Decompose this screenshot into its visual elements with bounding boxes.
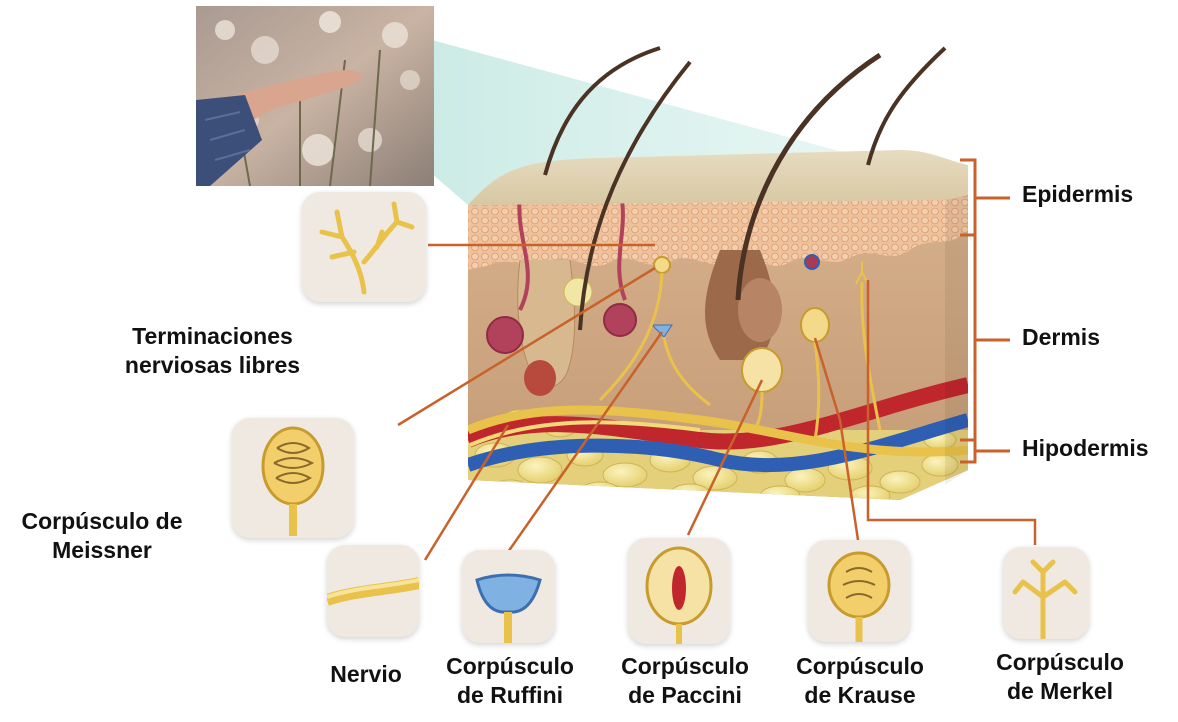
krause-tile <box>808 540 910 642</box>
krause-label-line2: de Krause <box>785 681 935 710</box>
free-endings-label: Terminaciones nerviosas libres <box>100 322 325 380</box>
dermis-label: Dermis <box>1022 323 1100 352</box>
free-endings-tile <box>302 192 426 302</box>
ruffini-label-line1: Corpúsculo <box>430 652 590 681</box>
ruffini-label: Corpúsculo de Ruffini <box>430 652 590 710</box>
merkel-label: Corpúsculo de Merkel <box>980 648 1140 706</box>
ruffini-label-line2: de Ruffini <box>430 681 590 710</box>
paccini-label-line2: de Paccini <box>605 681 765 710</box>
merkel-tile <box>1003 547 1089 639</box>
merkel-label-line2: de Merkel <box>980 677 1140 706</box>
nerve-tile <box>327 545 419 637</box>
krause-label-line1: Corpúsculo <box>785 652 935 681</box>
merkel-label-line1: Corpúsculo <box>980 648 1140 677</box>
hipodermis-label: Hipodermis <box>1022 434 1149 463</box>
free-endings-label-line2: nerviosas libres <box>100 351 325 380</box>
epidermis-label: Epidermis <box>1022 180 1133 209</box>
krause-label: Corpúsculo de Krause <box>785 652 935 710</box>
free-endings-label-line1: Terminaciones <box>100 322 325 351</box>
meissner-tile <box>232 418 354 538</box>
paccini-label-line1: Corpúsculo <box>605 652 765 681</box>
nerve-label: Nervio <box>310 660 422 689</box>
hand-flowers-photo <box>196 6 434 186</box>
meissner-label-line1: Corpúsculo de <box>2 507 202 536</box>
ruffini-tile <box>462 550 555 643</box>
meissner-label: Corpúsculo de Meissner <box>2 507 202 565</box>
paccini-tile <box>628 538 730 644</box>
paccini-label: Corpúsculo de Paccini <box>605 652 765 710</box>
meissner-label-line2: Meissner <box>2 536 202 565</box>
